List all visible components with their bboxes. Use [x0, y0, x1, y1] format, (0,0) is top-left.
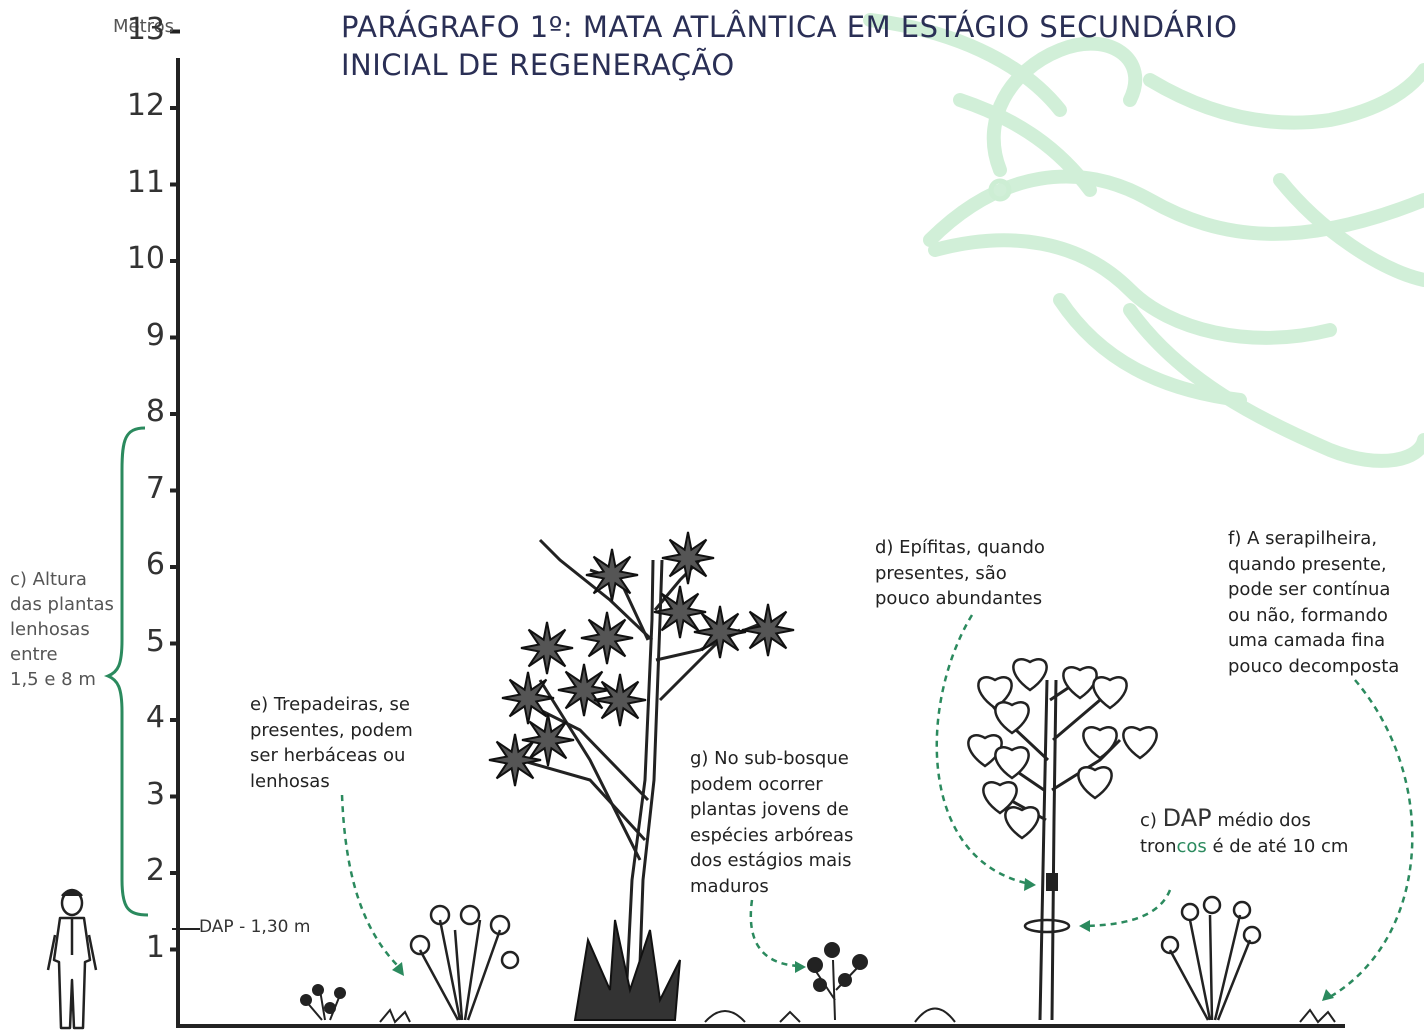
note-line: c) Altura: [10, 569, 87, 590]
note-understory: g) No sub-bosque podem ocorrer plantas jov…: [690, 746, 853, 899]
central-tree-foliage: [488, 531, 795, 787]
leaf-cluster: [501, 671, 555, 725]
epiphyte-tree-leaves: [967, 658, 1158, 840]
note-line: espécies arbóreas: [690, 824, 854, 846]
axis-tick-label: 1: [145, 929, 165, 965]
small-shrub-left-illustration: [300, 984, 346, 1021]
note-line: e) Trepadeiras, se: [250, 694, 410, 715]
leaf-cluster: [488, 733, 542, 787]
dap-line1-rest: médio dos: [1211, 810, 1311, 831]
height-axis-ticks: [170, 29, 180, 952]
note-line: das plantas: [10, 594, 114, 615]
axis-tick-label: 3: [145, 776, 165, 812]
leaf-cluster: [520, 621, 574, 675]
title-line-1: PARÁGRAFO 1º: MATA ATLÂNTICA EM ESTÁGIO …: [341, 10, 1238, 44]
heart-leaf: [982, 781, 1018, 815]
leaf-cluster: [653, 585, 707, 639]
person-scale-figure: [46, 888, 98, 1030]
note-line: lenhosas: [10, 619, 90, 640]
note-line: lenhosas: [250, 770, 330, 792]
note-line: presentes, são: [875, 562, 1007, 584]
note-line: f) A serapilheira,: [1228, 528, 1378, 549]
note-line: g) No sub-bosque: [690, 748, 849, 769]
central-tree-base-leaves: [573, 919, 681, 1021]
note-plant-height: c) Altura das plantas lenhosas entre 1,5 e 8…: [10, 567, 114, 692]
axis-unit-label: Metros: [113, 16, 175, 37]
leaf-cluster: [741, 603, 795, 657]
axis-tick-label: 6: [145, 547, 165, 582]
axis-tick-label: 11: [126, 164, 165, 200]
leaf-cluster: [521, 713, 575, 767]
height-range-bracket: [103, 426, 149, 917]
dap-tron: tron: [1140, 835, 1177, 857]
callout-arrows: [340, 614, 1414, 1000]
note-line: podem ocorrer: [690, 773, 823, 795]
leaf-cluster: [580, 611, 634, 665]
dap-cos: cos: [1176, 835, 1207, 857]
axis-tick-label: 4: [145, 700, 165, 735]
note-line: pode ser contínua: [1228, 579, 1391, 600]
understory-seedling-illustration: [807, 942, 868, 1021]
axis-tick-label: 13: [126, 11, 165, 47]
dap-abbr: DAP: [1162, 804, 1212, 832]
dap-line2-rest: é de até 10 cm: [1206, 835, 1349, 857]
climber-shrub-illustration: [409, 904, 520, 1021]
leaf-cluster: [585, 548, 639, 602]
axis-tick-label: 5: [145, 623, 165, 659]
leaf-litter-illustration: [379, 1007, 1336, 1024]
arrow-dap: [1084, 889, 1172, 928]
heart-leaf: [977, 676, 1013, 710]
arrow-heads: [392, 878, 1334, 1001]
note-line: d) Epífitas, quando: [875, 537, 1045, 558]
axis-tick-label: 7: [145, 470, 165, 506]
axis-tick-label: 8: [145, 394, 165, 429]
note-line: ou não, formando: [1228, 604, 1388, 626]
dap-height-label: DAP - 1,30 m: [199, 917, 311, 937]
heart-leaf: [1004, 806, 1040, 840]
axis-tick-label: 12: [126, 88, 165, 123]
dap-ring: [1023, 918, 1071, 934]
heart-leaf: [1062, 666, 1098, 700]
note-climbers: e) Trepadeiras, se presentes, podem ser he…: [250, 692, 413, 794]
heart-leaf: [994, 746, 1030, 780]
note-epiphytes: d) Epífitas, quando presentes, são pouco a…: [875, 535, 1045, 612]
note-line: entre: [10, 644, 58, 665]
dap-prefix: c): [1140, 810, 1163, 831]
heart-leaf: [1012, 658, 1048, 692]
note-line: presentes, podem: [250, 719, 413, 741]
note-leaf-litter: f) A serapilheira, quando presente, pode s…: [1228, 526, 1399, 679]
note-line: ser herbáceas ou: [250, 745, 406, 766]
note-line: pouco decomposta: [1228, 655, 1400, 677]
note-line: uma camada fina: [1228, 630, 1386, 651]
note-line: dos estágios mais: [690, 850, 852, 871]
heart-leaf: [1092, 676, 1128, 710]
arrow-epifitas: [935, 614, 1031, 886]
title-line-2: INICIAL DE REGENERAÇÃO: [341, 48, 735, 82]
arrow-sub-bosque: [749, 899, 801, 968]
leaf-cluster: [593, 673, 647, 727]
leaf-cluster: [693, 605, 747, 659]
watermark-bird-illustration: [863, 13, 1424, 468]
note-line: 1,5 e 8 m: [10, 669, 96, 690]
note-line: maduros: [690, 875, 769, 897]
leaf-cluster: [557, 663, 611, 717]
shrub-right-illustration: [1160, 895, 1262, 1021]
note-line: pouco abundantes: [875, 588, 1043, 609]
page-title: PARÁGRAFO 1º: MATA ATLÂNTICA EM ESTÁGIO …: [341, 8, 1301, 84]
epiphyte-mark: [1046, 873, 1058, 891]
leaf-cluster: [661, 531, 715, 585]
heart-leaf: [994, 701, 1030, 735]
note-dap: c) DAP médio dos troncos é de até 10 cm: [1140, 804, 1349, 859]
watermark-bird-eye: [988, 178, 1012, 202]
axis-tick-label: 9: [145, 317, 165, 353]
heart-leaf: [1082, 726, 1118, 760]
axis-tick-label: 2: [145, 853, 165, 888]
note-line: plantas jovens de: [690, 799, 849, 820]
arrow-trepadeiras: [340, 794, 403, 971]
axis-tick-label: 10: [126, 241, 165, 276]
heart-leaf: [1077, 766, 1113, 800]
heart-leaf: [1122, 726, 1158, 760]
arrow-serapilheira: [1327, 679, 1414, 1000]
note-line: quando presente,: [1228, 553, 1387, 575]
